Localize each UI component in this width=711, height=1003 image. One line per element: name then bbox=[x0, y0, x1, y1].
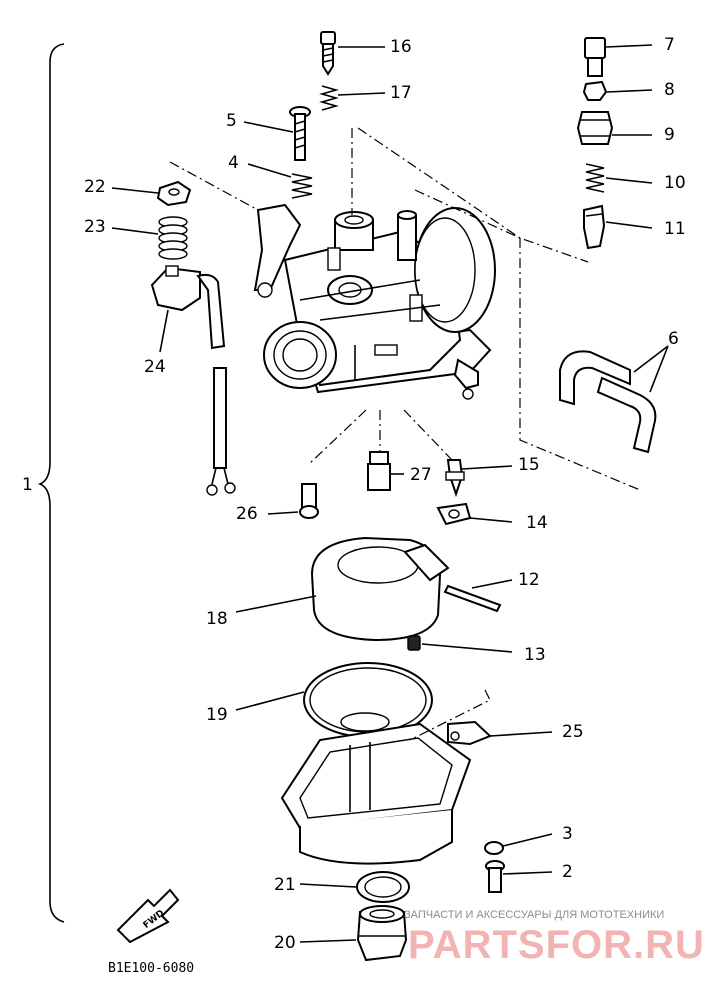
part-4-spring bbox=[291, 173, 313, 199]
watermark: ЗАПЧАСТИ И АКСЕССУАРЫ ДЛЯ МОТОТЕХНИКИ PA… bbox=[404, 909, 705, 967]
part-12-pin bbox=[443, 584, 502, 613]
assembly-brace bbox=[37, 43, 65, 923]
callout-21: 21 bbox=[274, 875, 296, 895]
callout-7: 7 bbox=[664, 35, 675, 55]
part-17-spring bbox=[319, 85, 339, 111]
callout-22: 22 bbox=[84, 177, 106, 197]
part-8-nut bbox=[582, 80, 608, 101]
callout-18: 18 bbox=[206, 609, 228, 629]
callout-24: 24 bbox=[144, 357, 166, 377]
callout-19: 19 bbox=[206, 705, 228, 725]
part-21-gasket bbox=[356, 871, 410, 903]
callout-2: 2 bbox=[562, 862, 573, 882]
watermark-caption: ЗАПЧАСТИ И АКСЕССУАРЫ ДЛЯ МОТОТЕХНИКИ bbox=[404, 909, 664, 921]
assembly-guide-lines bbox=[169, 127, 641, 741]
callout-6: 6 bbox=[668, 329, 679, 349]
drawing-code: B1E100-6080 bbox=[108, 961, 194, 976]
callout-10: 10 bbox=[664, 173, 686, 193]
callout-20: 20 bbox=[274, 933, 296, 953]
callout-13: 13 bbox=[524, 645, 546, 665]
callout-11: 11 bbox=[664, 219, 686, 239]
part-3-washer bbox=[484, 841, 504, 855]
callout-14: 14 bbox=[526, 513, 548, 533]
callout-26: 26 bbox=[236, 504, 258, 524]
part-7-cap bbox=[584, 37, 606, 77]
part-24-sensor bbox=[150, 265, 236, 496]
part-16-screw bbox=[320, 31, 336, 76]
watermark-brand: PARTSFOR.RU bbox=[408, 923, 705, 967]
part-18-float bbox=[310, 536, 450, 642]
callout-25: 25 bbox=[562, 722, 584, 742]
part-22-cap bbox=[156, 180, 192, 207]
part-27-jet bbox=[367, 451, 391, 491]
callout-12: 12 bbox=[518, 570, 540, 590]
callout-17: 17 bbox=[390, 83, 412, 103]
part-25-bracket bbox=[447, 720, 492, 746]
callout-1: 1 bbox=[22, 475, 33, 495]
callouts: 16 17 5 4 22 23 24 7 8 9 10 11 6 27 15 1… bbox=[84, 35, 686, 953]
callout-5: 5 bbox=[226, 111, 237, 131]
callout-8: 8 bbox=[664, 80, 675, 100]
part-26-jet bbox=[299, 483, 319, 519]
float-bowl bbox=[280, 712, 472, 865]
part-15-needle-valve bbox=[445, 459, 465, 498]
part-19-o-ring bbox=[303, 662, 433, 738]
part-23-spring bbox=[158, 216, 188, 260]
part-6-hose bbox=[559, 350, 657, 454]
callout-3: 3 bbox=[562, 824, 573, 844]
carburetor-body bbox=[253, 203, 496, 400]
part-5-screw bbox=[289, 106, 311, 161]
callout-27: 27 bbox=[410, 465, 432, 485]
callout-9: 9 bbox=[664, 125, 675, 145]
callout-4: 4 bbox=[228, 153, 239, 173]
callout-16: 16 bbox=[390, 37, 412, 57]
part-2-screw bbox=[485, 860, 505, 893]
part-11-plunger bbox=[583, 204, 606, 250]
part-13-jet bbox=[407, 635, 421, 651]
fwd-arrow-icon: FWD bbox=[116, 888, 180, 944]
callout-15: 15 bbox=[518, 455, 540, 475]
part-20-plug bbox=[356, 905, 408, 962]
part-14-clip bbox=[436, 502, 472, 526]
part-9-valve bbox=[576, 111, 614, 145]
part-10-spring bbox=[585, 163, 605, 193]
callout-23: 23 bbox=[84, 217, 106, 237]
